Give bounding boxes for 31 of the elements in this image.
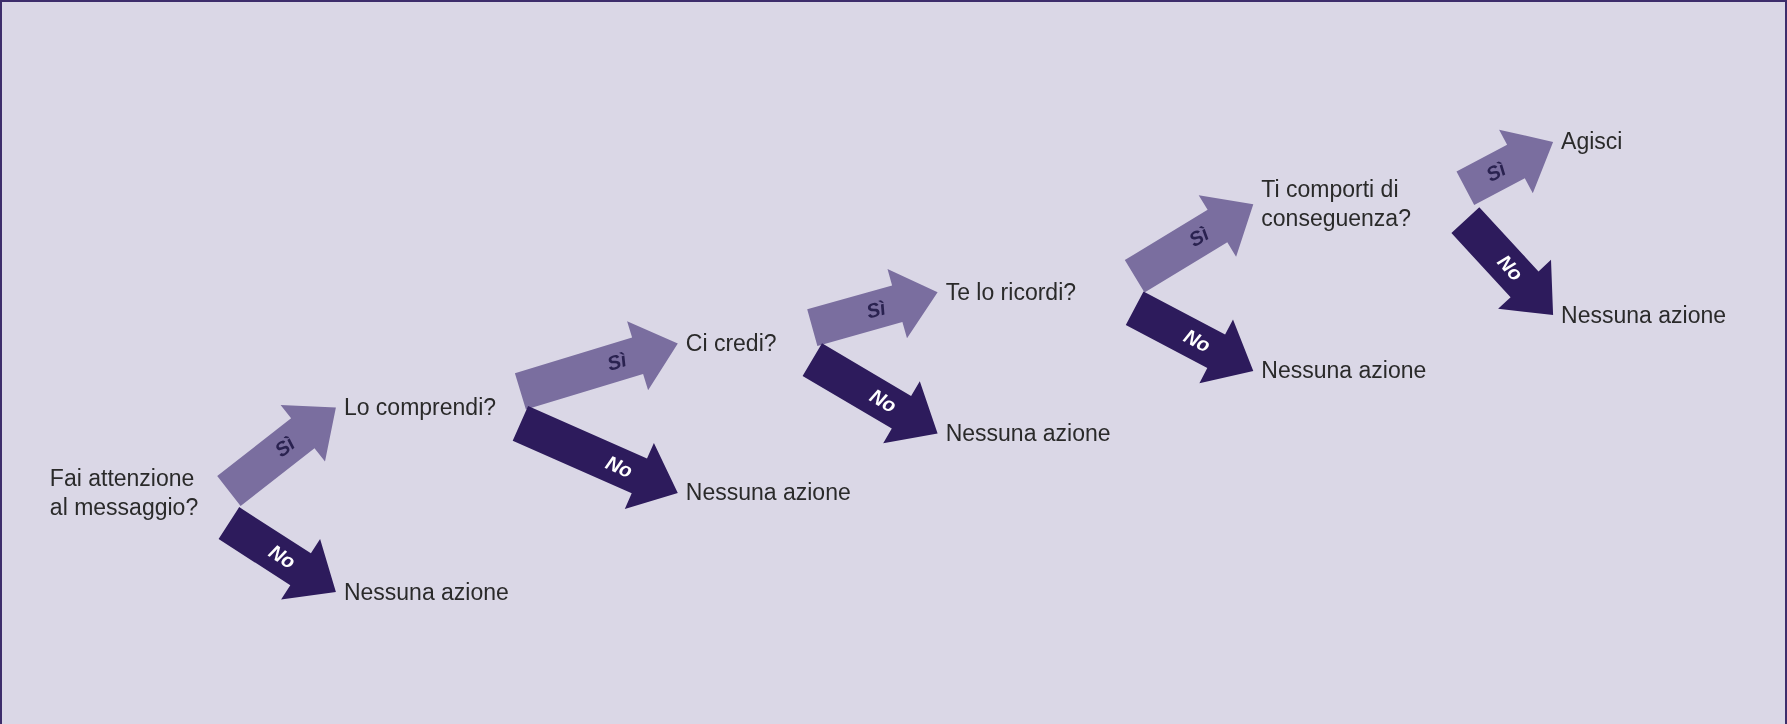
step-text: Nessuna azione: [343, 577, 509, 607]
step-text: Ci credi?: [685, 329, 777, 359]
step-text: Ti comporti di conseguenza?: [1261, 175, 1452, 234]
edge-label: Sì: [1184, 222, 1213, 253]
edge-label: No: [602, 451, 637, 483]
block-arrow: [1451, 207, 1554, 316]
edge-label: Sì: [863, 296, 889, 324]
edge-label: Sì: [604, 348, 629, 376]
block-arrow: [217, 404, 336, 506]
edge-label: No: [1179, 324, 1214, 358]
block-arrow: [218, 507, 336, 600]
block-arrow: [1456, 129, 1554, 205]
block-arrow: [1125, 291, 1254, 384]
step-text: Lo comprendi?: [343, 392, 497, 422]
block-arrow: [512, 406, 678, 509]
step-text: Fai attenzione al messaggio?: [49, 463, 215, 522]
step-text: Nessuna azione: [685, 478, 851, 508]
step-text: Nessuna azione: [945, 419, 1111, 449]
block-arrow: [1124, 195, 1254, 293]
step-text: Nessuna azione: [1561, 300, 1726, 330]
block-arrow: [514, 321, 678, 410]
block-arrow: [807, 269, 938, 346]
block-arrow: [802, 343, 938, 444]
edge-label: No: [865, 384, 900, 418]
edge-label: Sì: [270, 431, 300, 462]
edge-label: Sì: [1482, 157, 1511, 187]
edge-label: No: [1492, 250, 1528, 286]
step-text: Agisci: [1561, 127, 1623, 157]
step-text: Te lo ricordi?: [945, 277, 1077, 307]
step-text: Nessuna azione: [1261, 356, 1427, 386]
edge-label: No: [264, 540, 300, 575]
